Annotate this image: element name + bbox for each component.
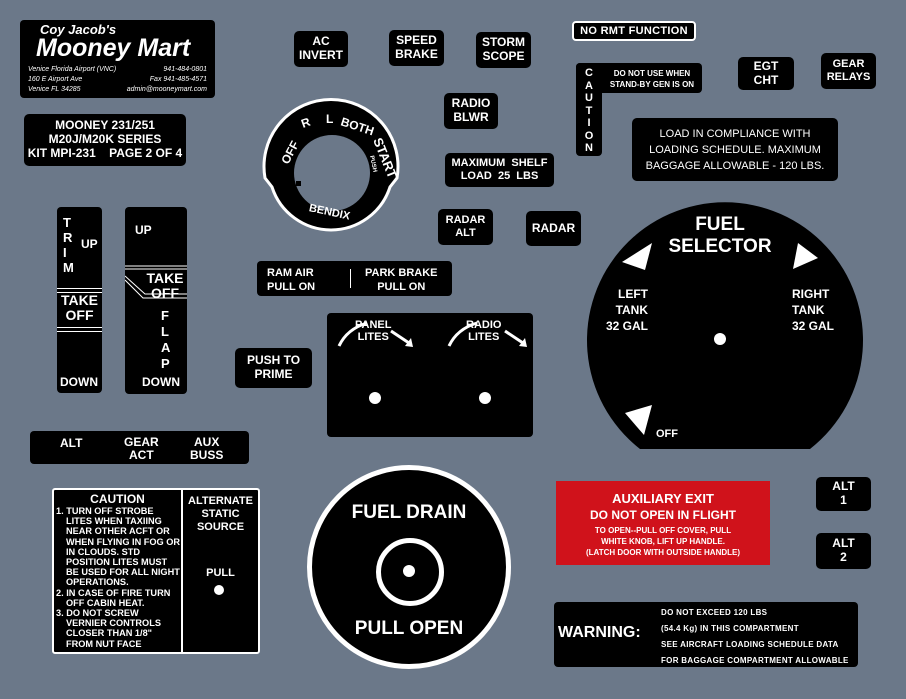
aux-exit-subtitle: DO NOT OPEN IN FLIGHT [590, 508, 736, 522]
trim-vertical-label: TRIM [63, 215, 74, 275]
kit-plate: MOONEY 231/251 M20J/M20K SERIES KIT MPI-… [24, 114, 186, 166]
pull-open-label: PULL OPEN [354, 618, 464, 639]
brand-owner: Coy Jacob's [40, 22, 117, 37]
ignition-push: PUSH [368, 155, 377, 173]
trim-up: UP [81, 237, 98, 251]
phone: 941-484-0801 [163, 66, 207, 73]
kit-line: M20J/M20K SERIES [48, 132, 162, 147]
alt-label: ALT [60, 436, 83, 450]
address-line: Venice Florida Airport (VNC) [28, 66, 117, 73]
aux-exit-title: AUXILIARY EXIT [612, 491, 714, 506]
fuel-off-label: OFF [656, 428, 678, 440]
trim-down: DOWN [60, 375, 98, 389]
brand-contact: 941-484-0801 Fax 941-485-4571 admin@moon… [127, 65, 207, 95]
ignition-switch-plate: OFF R L BOTH START PUSH BENDIX [262, 98, 400, 232]
radio-lites-knob[interactable] [479, 392, 491, 404]
caution-alternate-static-placard: CAUTION 1. TURN OFF STROBE LITES WHEN TA… [52, 488, 260, 654]
right-tank-arrow [793, 243, 818, 269]
flap-up: UP [135, 223, 152, 237]
ignition-l: L [326, 112, 333, 126]
warning-label: WARNING: [558, 624, 641, 641]
brand-address: Venice Florida Airport (VNC) 160 E Airpo… [28, 65, 116, 95]
caution-vertical-label: CAUTION [584, 67, 594, 154]
radar-placard: RADAR [526, 211, 581, 246]
kit-line: KIT MPI-231 PAGE 2 OF 4 [27, 145, 183, 160]
caution-standby-gen-top [576, 63, 702, 93]
panel-lites-knob[interactable] [369, 392, 381, 404]
baggage-warning-placard: WARNING: DO NOT EXCEED 120 LBS(54.4 Kg) … [554, 602, 858, 667]
brand-name: Mooney Mart [36, 34, 191, 62]
brand-plate: Coy Jacob's Mooney Mart Venice Florida A… [20, 20, 215, 98]
fuel-selector-center[interactable] [714, 333, 726, 345]
warning-text: DO NOT EXCEED 120 LBS(54.4 Kg) IN THIS C… [661, 608, 849, 665]
flap-down: DOWN [142, 375, 180, 389]
caution-items: 1. TURN OFF STROBE LITES WHEN TAXIING NE… [56, 506, 180, 649]
auxiliary-exit-placard: AUXILIARY EXIT DO NOT OPEN IN FLIGHT TO … [556, 481, 770, 565]
fuel-drain-center [403, 565, 415, 577]
fuel-drain-label: FUEL DRAIN [351, 502, 467, 523]
left-tank-arrow [622, 243, 652, 270]
fuel-drain-valve[interactable] [376, 538, 444, 606]
no-rmt-function-placard: NO RMT FUNCTION [572, 21, 696, 41]
caution-title: CAUTION [90, 492, 145, 506]
fuel-selector-plate [587, 202, 863, 449]
flap-vertical-label: FLAP [161, 308, 171, 371]
address-line: 160 E Airport Ave [28, 76, 83, 83]
kit-line: MOONEY 231/251 [55, 118, 155, 133]
email: admin@mooneymart.com [126, 86, 207, 93]
pull-label: PULL [206, 567, 235, 579]
fuel-drain-placard: FUEL DRAIN PULL OPEN [307, 465, 511, 669]
alternate-static-knob[interactable] [214, 585, 224, 595]
fax: Fax 941-485-4571 [149, 76, 207, 83]
off-arrow [625, 405, 652, 435]
address-line: Venice FL 34285 [28, 86, 81, 93]
ignition-key-hole[interactable] [294, 135, 370, 211]
